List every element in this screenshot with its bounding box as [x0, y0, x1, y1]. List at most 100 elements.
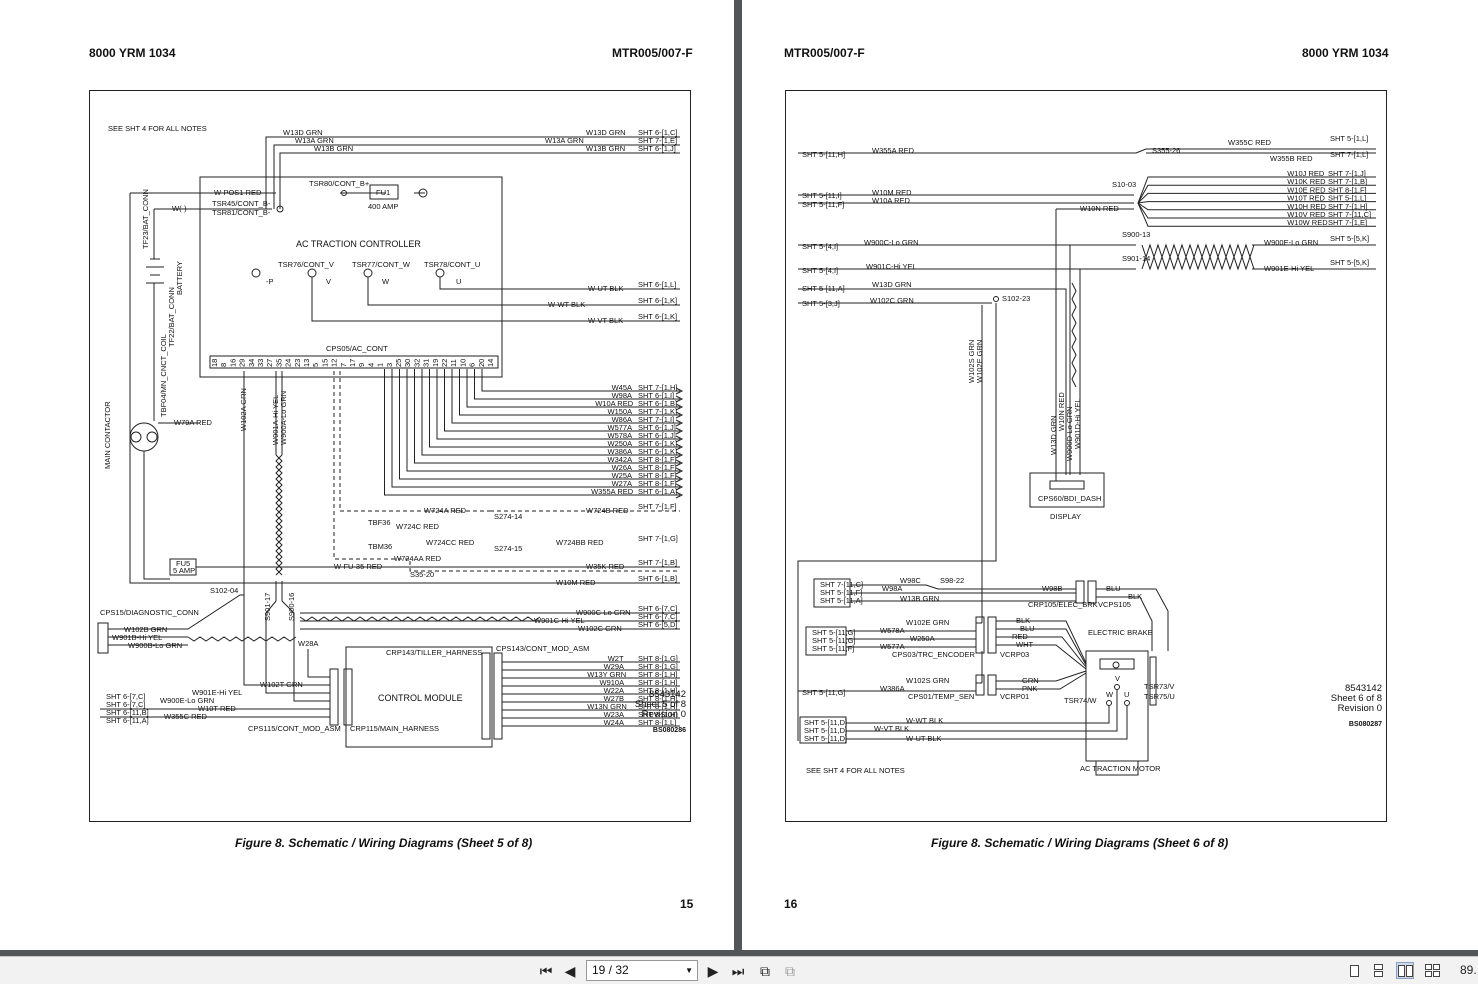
cps05-pin: 20: [477, 359, 486, 367]
terminal-u-label: U: [456, 277, 461, 286]
two-page-view-button[interactable]: [1396, 962, 1414, 979]
bus-arrow: [675, 443, 684, 451]
ref-sht5-11g: SHT 5-[11,G]: [812, 628, 856, 637]
cps05-pin: 4: [366, 363, 375, 367]
terminal-p-label: -P: [266, 277, 274, 286]
w102e-vertical-label: W102E GRN: [975, 340, 984, 383]
s10-ref-label: SHT 7-[11,C]: [1328, 210, 1371, 219]
blu-label: BLU: [1106, 584, 1121, 593]
next-page-button[interactable]: ▶: [703, 961, 723, 981]
w901e-label: W901E-Hi YEL: [192, 688, 242, 697]
s901-17-label: S901-17: [263, 593, 272, 621]
s10-wire-label: W10W RED: [1287, 218, 1328, 227]
tsr78-label: TSR78/CONT_U: [424, 260, 480, 269]
continuous-bottom-icon: [1374, 971, 1383, 977]
wminus-label: W(-): [172, 204, 187, 213]
bs-code: BS080286: [652, 727, 686, 734]
s10-ref-label: SHT 7-[1,J]: [1328, 169, 1366, 178]
notes-label: SEE SHT 4 FOR ALL NOTES: [806, 766, 905, 775]
figure-caption: Figure 8. Schematic / Wiring Diagrams (S…: [931, 836, 1229, 850]
tf22-label: TF22/BAT_CONN: [167, 287, 176, 347]
single-page-view-button[interactable]: [1345, 962, 1363, 979]
cm-wire-label: W910A: [600, 678, 625, 687]
ref-sht5-11i: SHT 5-[11,I]: [802, 191, 842, 200]
bus-arrow: [675, 419, 684, 427]
rotate-icon: ⧉: [760, 963, 770, 979]
cps05-pin: 34: [247, 359, 256, 367]
w355c-label: W355C RED: [1228, 138, 1272, 147]
bus-arrow: [675, 459, 684, 467]
last-page-button[interactable]: ⏭: [728, 961, 748, 981]
cm-ref-label: SHT 8-[1,H]: [638, 670, 677, 679]
grid-bl-icon: [1425, 971, 1432, 977]
ref-sht6-11b: SHT 6-[11,B]: [106, 708, 149, 717]
first-page-button[interactable]: ⏮: [536, 961, 556, 981]
cps05-pin: 15: [320, 359, 329, 367]
cps05-pin: 13: [302, 359, 311, 367]
w13b-right-label: W13B GRN: [586, 144, 625, 153]
grid-br-icon: [1433, 971, 1440, 977]
rotate-button[interactable]: ⧉: [755, 961, 775, 981]
tbf04-label: TBF04/MN_CNCT_COIL: [159, 334, 168, 417]
w900e-label: W900E-Lo GRN: [1264, 238, 1318, 247]
wvt-label: W-VT BLK: [588, 316, 623, 325]
terminal-w-label: W: [382, 277, 390, 286]
cps05-pin: 14: [486, 359, 495, 367]
page-number-input[interactable]: 19 / 32 ▼: [586, 960, 698, 981]
zoom-level[interactable]: 89.: [1460, 963, 1477, 977]
w355c-label: W355C RED: [164, 712, 208, 721]
ref-sht5-4i-2: SHT 5-[4,I]: [802, 266, 838, 275]
vcps105-label: VCPS105: [1098, 600, 1131, 609]
fu1-amp-label: 400 AMP: [368, 202, 398, 211]
wwt-label: W-WT BLK: [548, 300, 585, 309]
two-page-continuous-view-button[interactable]: [1423, 962, 1441, 979]
vcrp01-label: VCRP01: [1000, 692, 1029, 701]
main-contactor-label: MAIN CONTACTOR: [103, 401, 112, 469]
previous-page-button[interactable]: ◀: [560, 961, 580, 981]
ref-sht7-1f: SHT 7-[1,F]: [638, 502, 677, 511]
ref-sht5-1l: SHT 5-[1,L]: [1330, 134, 1368, 143]
continuous-view-button[interactable]: [1369, 962, 1387, 979]
first-page-icon: ⏮: [539, 963, 553, 979]
bus-wire: [444, 369, 680, 432]
page-dropdown-icon[interactable]: ▼: [685, 966, 693, 975]
ref-sht5-3j: SHT 5-[3,J]: [802, 299, 840, 308]
cm-ref-label: SHT 8-[1,H]: [638, 694, 677, 703]
bus-ref-label: SHT 6-[1,B]: [638, 399, 677, 408]
bus-wire-label: W26A: [612, 463, 632, 472]
cps05-pin: 25: [394, 359, 403, 367]
tbf36-label: TBF36: [368, 518, 391, 527]
w13b-label: W13B GRN: [900, 594, 939, 603]
bus-wire: [429, 369, 680, 448]
cps05-pin: 29: [238, 359, 247, 367]
next-page-icon: ▶: [707, 963, 719, 979]
bus-wire: [466, 369, 680, 408]
bus-ref-label: SHT 7-[1,I]: [638, 415, 674, 424]
s10-wire: [1137, 176, 1376, 204]
ref-sht6-1k: SHT 6-[1,K]: [638, 296, 677, 305]
cm-wire-label: W13Y GRN: [587, 670, 626, 679]
s10-ref-label: SHT 7-[1,H]: [1328, 202, 1367, 211]
ref-sht6-11a: SHT 6-[11,A]: [106, 716, 149, 725]
doc-number: 8543142: [649, 689, 686, 700]
w10m-label: W10M RED: [872, 188, 912, 197]
sheet-number: Sheet 6 of 8: [1330, 693, 1382, 704]
page-number-value: 19 / 32: [592, 963, 629, 977]
w28a-label: W28A: [298, 639, 318, 648]
cps05-pin: 33: [256, 359, 265, 367]
cm-wire-label: W23A: [604, 710, 624, 719]
export-button[interactable]: ⧉: [780, 961, 800, 981]
header-left: 8000 YRM 1034: [89, 46, 176, 60]
s10-ref-label: SHT 7-[1,E]: [1328, 218, 1367, 227]
ref-sht5-5k-2: SHT 5-[5,K]: [1330, 258, 1369, 267]
ref-sht5-4i: SHT 5-[4,I]: [802, 242, 838, 251]
w901b-label: W901B-Hi YEL: [112, 633, 162, 642]
bus-wire-label: W578A: [608, 431, 633, 440]
w13d-vertical-label: W13D GRN: [1049, 415, 1058, 455]
s10-wire-label: W10V RED: [1287, 210, 1326, 219]
s900-13-label: S900-13: [1122, 230, 1150, 239]
bus-wire-label: W577A: [608, 423, 633, 432]
cps03-label: CPS03/TRC_ENCODER: [892, 650, 976, 659]
